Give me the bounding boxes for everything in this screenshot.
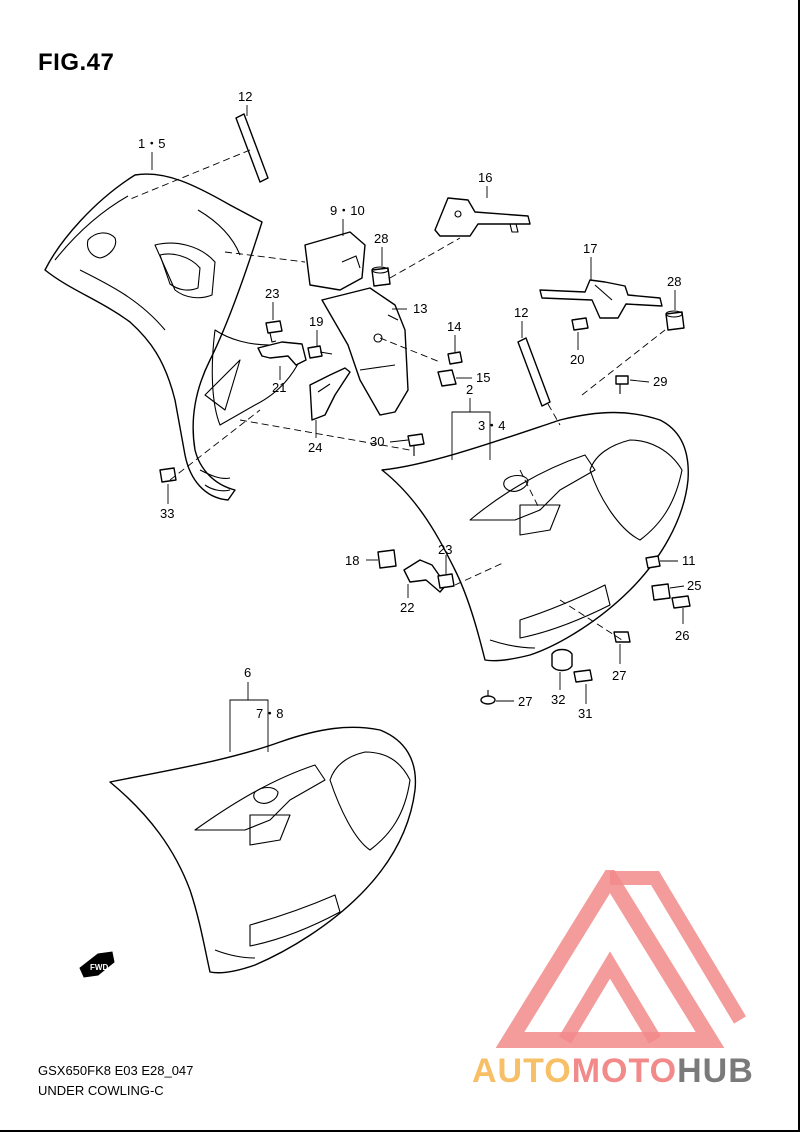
callout-labels: 12 1・5 16 9・10 28 17 28 23 19 13 14 12 2… (138, 89, 701, 721)
nut-27-bottom (480, 690, 496, 705)
nut-27-right (613, 631, 631, 643)
bolt-14 (447, 351, 463, 365)
grommet-28-left (371, 266, 391, 287)
under-cowling-lower (109, 726, 417, 974)
clip-18 (377, 549, 397, 569)
callout-3-4: 3・4 (478, 418, 505, 433)
screw-31 (573, 669, 593, 683)
clip-25 (651, 583, 671, 601)
callout-20: 20 (570, 352, 584, 367)
screw-29 (615, 375, 629, 394)
callout-17: 17 (583, 241, 597, 256)
grommet-32 (551, 648, 573, 672)
callout-23-top: 23 (265, 286, 279, 301)
fwd-arrow-icon: FWD (79, 951, 115, 978)
callout-33: 33 (160, 506, 174, 521)
bracket-24 (309, 367, 351, 421)
callout-9-10: 9・10 (330, 203, 365, 218)
bolt-26 (671, 595, 691, 609)
callout-31: 31 (578, 706, 592, 721)
callout-18: 18 (345, 553, 359, 568)
under-cowling-right (381, 411, 689, 662)
rubber-strip-12-top (235, 113, 269, 183)
callout-14: 14 (447, 319, 461, 334)
callout-32: 32 (551, 692, 565, 707)
callout-19: 19 (309, 314, 323, 329)
callout-11: 11 (682, 553, 696, 568)
callout-12-top: 12 (238, 89, 252, 104)
rubber-strip-12-mid (517, 337, 551, 407)
panel-13 (321, 287, 409, 416)
figure-title: FIG.47 (38, 49, 115, 76)
callout-30: 30 (370, 434, 384, 449)
callout-26: 26 (675, 628, 689, 643)
model-code: GSX650FK8 E03 E28_047 (38, 1063, 194, 1078)
callout-29: 29 (653, 374, 667, 389)
svg-text:AUTOMOTOHUB: AUTOMOTOHUB (472, 1052, 754, 1090)
callout-7-8: 7・8 (256, 706, 283, 721)
bolt-23-top (265, 320, 283, 343)
callout-22: 22 (400, 600, 414, 615)
callout-27-right: 27 (612, 668, 626, 683)
bracket-22 (403, 559, 447, 593)
callout-16: 16 (478, 170, 492, 185)
triangle-logo-icon (495, 870, 747, 1048)
section-name: UNDER COWLING-C (38, 1083, 164, 1098)
bracket-21 (257, 341, 307, 366)
inner-cowling-left (44, 173, 301, 501)
clip-15 (437, 369, 457, 387)
callout-25: 25 (687, 578, 701, 593)
callout-13: 13 (413, 301, 427, 316)
clip-11 (645, 555, 661, 569)
logo-text-hub: HUB (677, 1052, 754, 1090)
screw-30 (407, 433, 425, 456)
fwd-label: FWD (90, 963, 108, 972)
leader-lines (151, 105, 685, 752)
panel-9-10 (304, 231, 366, 291)
callout-23-bottom: 23 (438, 542, 452, 557)
callout-12-mid: 12 (514, 305, 528, 320)
bracket-16 (434, 197, 531, 237)
bolt-20 (571, 317, 589, 331)
bolt-23-bottom (437, 573, 455, 589)
bolt-19 (307, 345, 333, 359)
callout-24: 24 (308, 440, 322, 455)
callout-1-5: 1・5 (138, 136, 165, 151)
callout-15: 15 (476, 370, 490, 385)
bolt-33 (159, 467, 177, 483)
callout-28-right: 28 (667, 274, 681, 289)
logo-text-moto: MOTO (572, 1052, 677, 1090)
callout-6: 6 (244, 665, 251, 680)
logo-text-auto: AUTO (472, 1052, 572, 1090)
bracket-17 (539, 279, 663, 319)
callout-2: 2 (466, 382, 473, 397)
automotohub-logo: AUTOMOTOHUB (472, 870, 754, 1090)
callout-28-left: 28 (374, 231, 388, 246)
callout-21: 21 (272, 380, 286, 395)
grommet-28-right (665, 310, 685, 331)
callout-27-bottom: 27 (518, 694, 532, 709)
dashed-assembly-lines (127, 149, 666, 641)
